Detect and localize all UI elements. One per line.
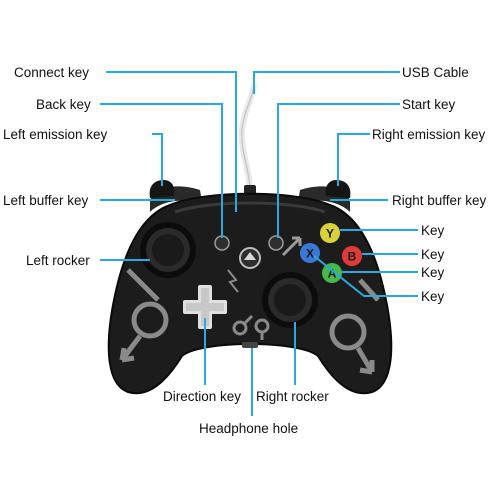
label-left-emission-key: Left emission key xyxy=(3,127,108,142)
label-usb-cable: USB Cable xyxy=(402,65,469,80)
body-print-center xyxy=(227,269,270,340)
label-direction-key: Direction key xyxy=(163,389,241,404)
leader-key-x xyxy=(313,255,418,297)
label-headphone-hole: Headphone hole xyxy=(199,421,298,436)
label-right-emission-key: Right emission key xyxy=(372,127,486,142)
label-connect-key: Connect key xyxy=(14,65,89,80)
label-key-x: Key xyxy=(421,289,445,304)
label-key-y: Key xyxy=(421,223,445,238)
leader-lines xyxy=(100,71,418,416)
right-rocker xyxy=(262,272,318,328)
headphone-hole xyxy=(242,342,258,348)
leader-left-emission-key xyxy=(152,133,163,186)
direction-key xyxy=(183,285,227,329)
right-emission-key xyxy=(325,180,351,198)
face-button-x: X xyxy=(300,243,320,263)
leader-start-key xyxy=(277,103,400,238)
back-key xyxy=(214,235,230,251)
label-right-rocker: Right rocker xyxy=(256,389,329,404)
label-key-a: Key xyxy=(421,265,445,280)
start-key xyxy=(268,235,284,251)
connect-key xyxy=(239,247,261,269)
label-right-buffer-key: Right buffer key xyxy=(392,193,487,208)
arrow-decoration xyxy=(281,236,302,257)
leader-connect-key xyxy=(106,71,237,212)
face-button-y: Y xyxy=(320,223,340,243)
face-button-a: A xyxy=(322,263,342,283)
usb-cable xyxy=(238,84,257,193)
leader-right-emission-key xyxy=(337,133,370,186)
label-back-key: Back key xyxy=(36,97,91,112)
label-key-b: Key xyxy=(421,247,445,262)
leader-usb-cable xyxy=(253,71,400,94)
svg-text:X: X xyxy=(306,247,314,261)
label-start-key: Start key xyxy=(402,97,456,112)
left-emission-key xyxy=(149,180,175,198)
svg-text:Y: Y xyxy=(326,227,334,241)
svg-text:B: B xyxy=(348,250,357,264)
body-print-left xyxy=(119,268,169,363)
face-button-b: B xyxy=(342,246,362,266)
label-left-rocker: Left rocker xyxy=(26,253,90,268)
leader-back-key xyxy=(100,103,223,238)
svg-text:A: A xyxy=(328,267,337,281)
label-left-buffer-key: Left buffer key xyxy=(3,193,89,208)
left-rocker xyxy=(140,222,196,278)
